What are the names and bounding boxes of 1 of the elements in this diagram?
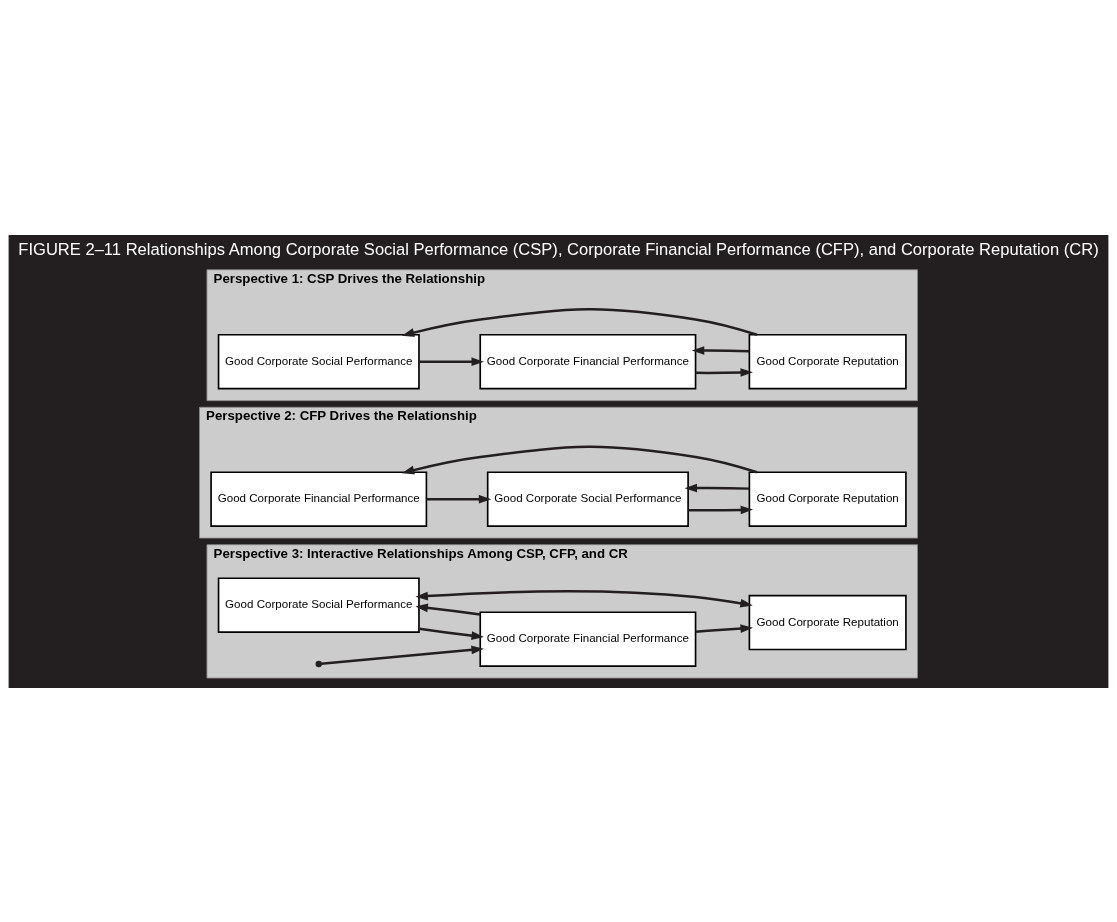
diagram-title: FIGURE 2–11 Relationships Among Corporate Social Performance (CSP), Corporate Financial Performance (CFP), and Corporate Reputation (CR) (18, 239, 1099, 259)
